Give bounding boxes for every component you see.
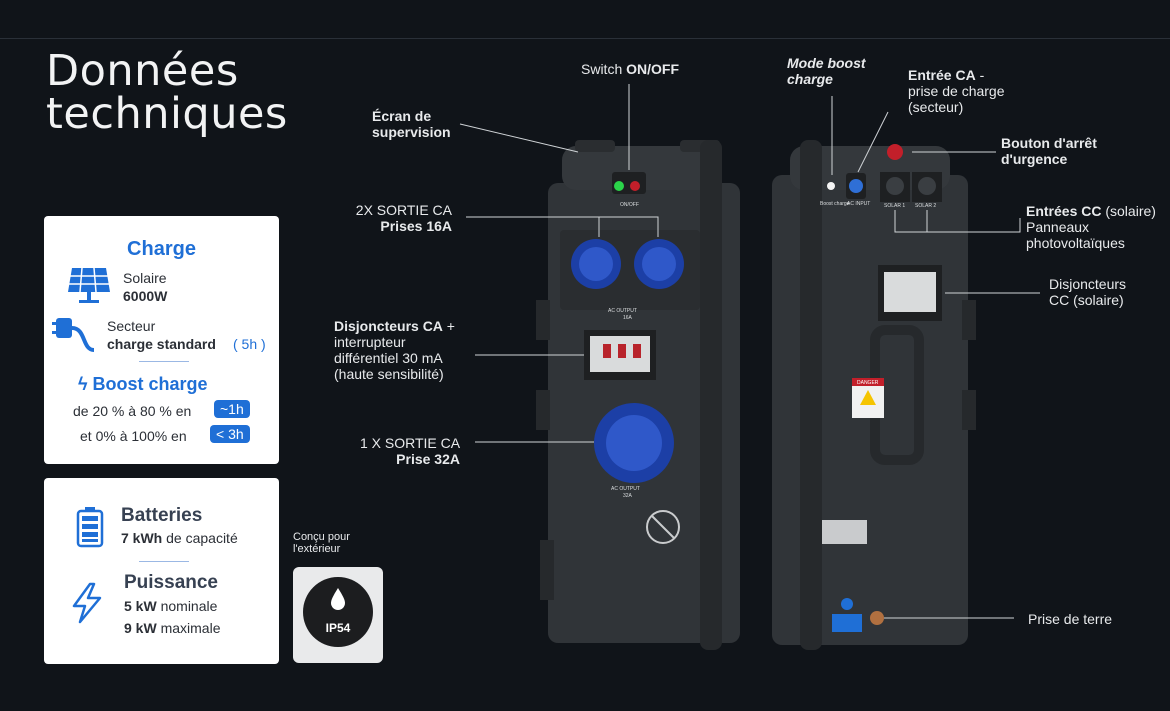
front-case [536, 140, 740, 650]
solar-panel-icon [68, 267, 110, 303]
dc-in-label: Entrées CC (solaire) Panneaux photovolta… [1026, 203, 1156, 251]
ac-in-line-3: (secteur) [908, 99, 964, 115]
out32-label: 1 X SORTIE CA Prise 32A [360, 435, 460, 467]
mains-time: ( 5h ) [233, 336, 266, 352]
screen-label: Écran de supervision [372, 108, 451, 140]
estop-line-1: Bouton d'arrêt [1001, 135, 1097, 151]
switch-bold: ON/OFF [626, 61, 680, 77]
dc-in-line-2: Panneaux [1026, 219, 1090, 235]
battery-card: Batteries 7 kWh de capacité Puissance 5 … [44, 478, 279, 664]
page-title: Données techniques [46, 50, 288, 136]
plug-icon [52, 318, 95, 352]
back-case [772, 140, 976, 650]
ip54-text: IP54 [325, 621, 351, 635]
solar-label: Solaire [123, 270, 167, 286]
boost-row-1: de 20 % à 80 % en [73, 403, 192, 419]
lightning-bolt-icon [72, 582, 102, 624]
batteries-value-row: 7 kWh de capacité [121, 530, 238, 546]
estop-line-2: d'urgence [1001, 151, 1068, 167]
dc-in-suffix: (solaire) [1101, 203, 1156, 219]
water-drop-icon [331, 588, 345, 610]
mains-value: charge standard [107, 336, 216, 352]
title-line-1: Données [46, 46, 239, 96]
solar2-small: SOLAR 2 [915, 203, 936, 209]
boost-mode-label: Mode boost charge [787, 55, 866, 87]
ac-in-dash: - [975, 67, 985, 83]
power-heading: Puissance [124, 572, 218, 593]
switch-prefix: Switch [581, 61, 627, 77]
power-nominal-row: 5 kW nominale [124, 598, 217, 614]
boost-row-2-time: < 3h [210, 425, 250, 443]
ac-input-small: AC INPUT [847, 201, 870, 207]
boost-heading: ϟ Boost charge [78, 374, 208, 395]
charge-heading: Charge [127, 238, 196, 260]
ip54-badge: IP54 [293, 567, 383, 663]
mains-label: Secteur [107, 318, 156, 334]
battery-icon [76, 507, 104, 548]
boost-heading-text: Boost charge [92, 374, 208, 394]
batteries-value: 7 kWh [121, 530, 163, 546]
out32-line-1: 1 X SORTIE CA [360, 435, 461, 451]
estop-label: Bouton d'arrêt d'urgence [1001, 135, 1097, 167]
outdoor-label: Conçu pour l'extérieur [293, 531, 350, 555]
power-max-value: 9 kW [124, 620, 157, 636]
boost-small: Boost charge [820, 201, 850, 207]
out16-label: 2X SORTIE CA Prises 16A [352, 202, 452, 234]
charge-card: Charge Solaire 6000W Secteur charge stan… [44, 216, 279, 464]
dc-in-line-3: photovoltaïques [1026, 235, 1125, 251]
out32-line-2: Prise 32A [396, 451, 460, 467]
ac-in-label: Entrée CA - prise de charge (secteur) [908, 67, 1005, 115]
boost-row-1-time: ~1h [214, 400, 250, 418]
ac-output-16-val: 16A [623, 315, 633, 321]
out16-line-1: 2X SORTIE CA [355, 202, 452, 218]
title-line-2: techniques [46, 89, 288, 139]
boost-mode-line-2: charge [787, 71, 833, 87]
power-nominal-value: 5 kW [124, 598, 157, 614]
danger-small: DANGER [857, 380, 879, 386]
power-max-suffix: maximale [160, 620, 221, 636]
ac-output-32: AC OUTPUT [611, 486, 640, 492]
breakers-line-2: interrupteur [334, 334, 406, 350]
on-off-small: ON/OFF [620, 202, 639, 208]
ac-output-16: AC OUTPUT [608, 308, 637, 314]
breakers-label: Disjoncteurs CA + interrupteur différent… [334, 318, 455, 382]
screen-line-1: Écran de [372, 108, 432, 124]
batteries-heading: Batteries [121, 505, 203, 526]
ac-in-line-2: prise de charge [908, 83, 1005, 99]
breakers-plus: + [442, 318, 455, 334]
dc-breakers-label: Disjoncteurs CC (solaire) [1049, 276, 1126, 308]
power-max-row: 9 kW maximale [124, 620, 220, 636]
top-divider [0, 38, 1170, 39]
callout-lines [459, 84, 1040, 619]
dc-breakers-line-1: Disjoncteurs [1049, 276, 1127, 292]
separator [139, 361, 189, 362]
power-nominal-suffix: nominale [160, 598, 218, 614]
out16-line-2: Prises 16A [380, 218, 452, 234]
screen-line-2: supervision [372, 124, 451, 140]
boost-row-2: et 0% à 100% en [80, 428, 187, 444]
ac-output-32-val: 32A [623, 493, 633, 499]
outdoor-line-1: Conçu pour [293, 531, 350, 543]
lightning-icon: ϟ [78, 374, 93, 394]
switch-label: Switch ON/OFF [581, 61, 679, 77]
ac-in-bold: Entrée CA [908, 67, 976, 83]
solar-value: 6000W [123, 288, 168, 304]
batteries-suffix: de capacité [166, 530, 238, 546]
outdoor-line-2: l'extérieur [293, 543, 341, 555]
solar1-small: SOLAR 1 [884, 203, 905, 209]
separator-2 [139, 561, 189, 562]
dc-in-bold: Entrées CC [1026, 203, 1102, 219]
ground-label: Prise de terre [1028, 611, 1113, 627]
boost-mode-line-1: Mode boost [787, 55, 866, 71]
breakers-line-4: (haute sensibilité) [334, 366, 444, 382]
dc-breakers-line-2: CC (solaire) [1049, 292, 1124, 308]
breakers-line-3: différentiel 30 mA [334, 350, 443, 366]
breakers-bold: Disjoncteurs CA [334, 318, 443, 334]
